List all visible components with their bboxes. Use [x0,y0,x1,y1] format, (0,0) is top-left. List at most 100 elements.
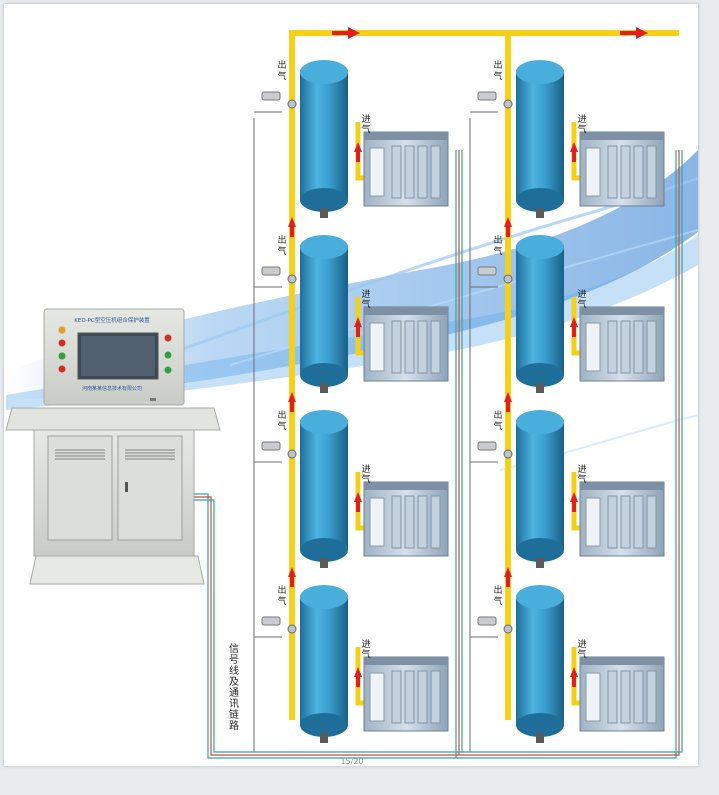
flow-arrow-icon [348,27,360,39]
inlet-label: 进 [577,639,586,650]
flow-arrow-icon [354,667,362,677]
compressor-vent [404,145,415,199]
compressor-vent [430,670,441,724]
air-tank [516,70,564,200]
compressor-vent [391,495,402,549]
compressor-vent [430,495,441,549]
flow-arrow-icon [570,667,578,677]
compressor-top [364,657,448,665]
compressor-vent [404,320,415,374]
air-tank [300,420,348,550]
flow-arrow-icon [570,492,578,502]
compressor-vent [633,495,644,549]
outlet-label: 出 [277,234,286,246]
compressor-vent [646,320,657,374]
flow-arrow-icon [290,227,294,237]
inlet-label: 气 [577,473,586,485]
flow-arrow-icon [354,492,362,502]
inlet-label: 气 [361,298,370,310]
flow-arrow-icon [288,567,296,577]
flow-arrow-icon [572,327,576,337]
air-tank-bottom [300,538,348,562]
compressor-panel [585,497,601,547]
flow-arrow-icon [290,577,294,587]
flow-arrow-icon [506,402,510,412]
air-tank-top [300,235,348,259]
inlet-pipe [355,472,364,531]
inlet-label: 气 [577,123,586,135]
indicator-light-icon [58,326,66,334]
compressor-vent [417,145,428,199]
outlet-label: 出 [277,59,286,71]
flow-arrow-icon [356,502,360,512]
inlet-label: 进 [361,464,370,475]
outlet-valve [261,441,281,451]
inlet-label: 进 [361,639,370,650]
compressor-vent [404,670,415,724]
indicator-light-icon [164,334,172,342]
flow-arrow-icon [570,317,578,327]
air-tank-bottom [516,363,564,387]
compressor-vent [633,145,644,199]
compressor-vent [607,320,618,374]
pressure-gauge-icon [503,274,513,284]
compressor-top [580,657,664,665]
compressor-panel [585,147,601,197]
compressor-vent [607,145,618,199]
vertical-main-pipe [289,30,295,720]
flow-arrow-icon [354,142,362,152]
compressor-vent [633,320,644,374]
indicator-light-icon [164,366,172,374]
pressure-gauge-icon [503,99,513,109]
tank-drain [320,558,328,568]
outlet-valve [261,616,281,626]
outlet-label: 气 [493,70,502,82]
signal-line-char: 讯 [229,698,239,710]
outlet-label: 气 [277,420,286,432]
flow-arrow-icon [620,31,638,35]
inlet-pipe [571,647,580,706]
compressor-vent [620,495,631,549]
air-tank-top [516,585,564,609]
compressor-vent [620,320,631,374]
air-tank-bottom [516,713,564,737]
air-tank-bottom [516,188,564,212]
inlet-pipe [571,122,580,181]
flow-arrow-icon [504,217,512,227]
flow-arrow-icon [356,677,360,687]
air-tank-bottom [300,188,348,212]
compressor-panel [369,672,385,722]
compressor-vent [633,670,644,724]
indicator-light-icon [58,352,66,360]
air-tank-bottom [516,538,564,562]
outlet-valve [477,441,497,451]
inlet-pipe [355,647,364,706]
inlet-label: 进 [361,289,370,300]
inlet-label: 进 [577,114,586,125]
flow-arrow-icon [506,577,510,587]
air-tank [516,420,564,550]
control-cabinet: KED-PC型空压机组合保护装置 河南某某信息技术有限公司 [5,308,221,585]
compressor-vent [607,495,618,549]
air-tank-top [516,235,564,259]
flow-arrow-icon [504,392,512,402]
tank-drain [320,208,328,218]
outlet-label: 出 [493,409,502,421]
inlet-label: 气 [361,648,370,660]
flow-arrow-icon [572,152,576,162]
signal-line-char: 路 [229,719,239,732]
outlet-label: 出 [277,409,286,421]
air-tank-bottom [300,713,348,737]
inlet-label: 进 [577,464,586,475]
signal-line-char: 号 [229,654,239,666]
outlet-label: 出 [493,584,502,596]
pressure-gauge-icon [287,274,297,284]
inlet-label: 进 [361,114,370,125]
compressor-vent [646,670,657,724]
inlet-pipe [571,297,580,356]
flow-arrow-icon [332,31,350,35]
air-tank-bottom [300,363,348,387]
